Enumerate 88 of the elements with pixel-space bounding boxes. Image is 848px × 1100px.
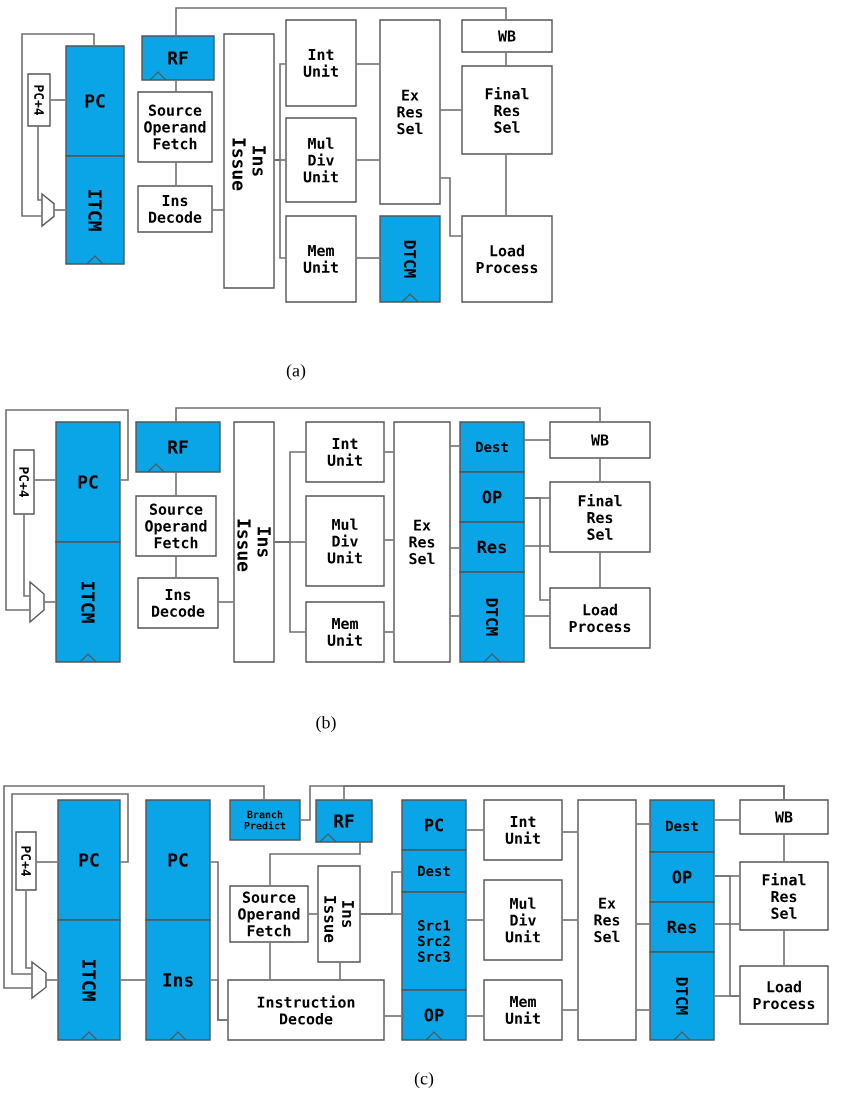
connector-line [217,601,235,603]
connector-line [505,51,507,67]
connector-line [211,209,225,211]
caption-label: (b) [316,715,336,733]
connector-line [783,929,785,967]
connector-line [465,919,485,921]
connector-line [355,257,381,259]
connector-line [523,545,551,547]
connector-line [439,109,463,111]
register-box: PC [145,799,211,921]
stage-box: Ins Issue [233,421,275,663]
connector-line [339,961,341,981]
connector-line [635,1009,651,1011]
connector-line [25,889,33,969]
connector-line [175,7,507,37]
connector-line [11,793,129,975]
register-box: Res [459,521,525,573]
register-box: Res [649,901,715,953]
connector-line [273,159,287,259]
register-box: ITCM [57,919,121,1041]
connector-line [45,979,59,981]
connector-line [635,923,651,925]
connector-line [561,1009,579,1011]
connector-line [523,439,551,441]
register-box: RF [315,799,373,843]
connector-line [175,471,177,497]
register-box: RF [135,421,221,473]
connector-line [269,941,271,981]
connector-line [561,831,579,833]
connector-line [635,823,651,825]
connector-line [307,913,319,915]
connector-line [35,861,59,863]
register-box: ITCM [55,541,121,663]
stage-box: Ins Issue [223,33,275,289]
connector-line [449,445,461,447]
connector-line [383,1015,403,1017]
register-box: OP [401,989,467,1041]
connector-line [383,539,395,541]
connector-line [175,407,601,423]
connector-line [449,547,461,549]
register-box: ITCM [65,155,125,265]
connector-line [355,159,381,161]
connector-line [599,457,601,483]
connector-line [273,63,287,161]
register-box: Ins [145,919,211,1041]
register-box: PC [65,45,125,157]
connector-line [505,153,507,217]
connector-line [783,833,785,863]
register-box: PC [55,421,121,543]
register-box: PC [57,799,121,921]
connector-line [713,819,741,821]
connector-line [465,829,485,831]
connector-line [175,161,177,187]
connector-line [343,785,785,801]
connector-line [23,513,31,597]
connector-line [269,841,361,887]
connector-line [383,631,395,633]
connector-line [273,541,307,633]
connector-line [49,99,67,101]
connector-line [53,209,67,211]
connector-line [33,479,57,481]
connector-line [523,497,551,601]
connector-line [523,615,551,617]
caption-label: (c) [414,1071,434,1089]
connector-line [599,551,601,589]
connector-line [43,601,57,603]
connector-line [449,615,461,617]
register-box: OP [649,851,715,903]
connector-line [439,177,463,237]
connector-line [713,995,741,997]
connector-line [21,33,95,217]
connector-line [465,1015,485,1017]
connector-line [713,923,741,925]
connector-line [119,979,147,981]
connector-line [355,63,381,65]
caption-label: (a) [286,363,306,381]
connector-line [3,785,265,989]
connector-line [561,919,579,921]
connector-line [383,451,395,453]
connector-line [37,125,43,201]
register-box: PC [401,799,467,851]
connector-line [359,913,403,915]
connector-line [209,979,229,1021]
connector-line [175,79,177,93]
connector-line [5,409,129,611]
register-box: RF [141,35,215,81]
connector-line [175,555,177,579]
register-box: OP [459,471,525,523]
